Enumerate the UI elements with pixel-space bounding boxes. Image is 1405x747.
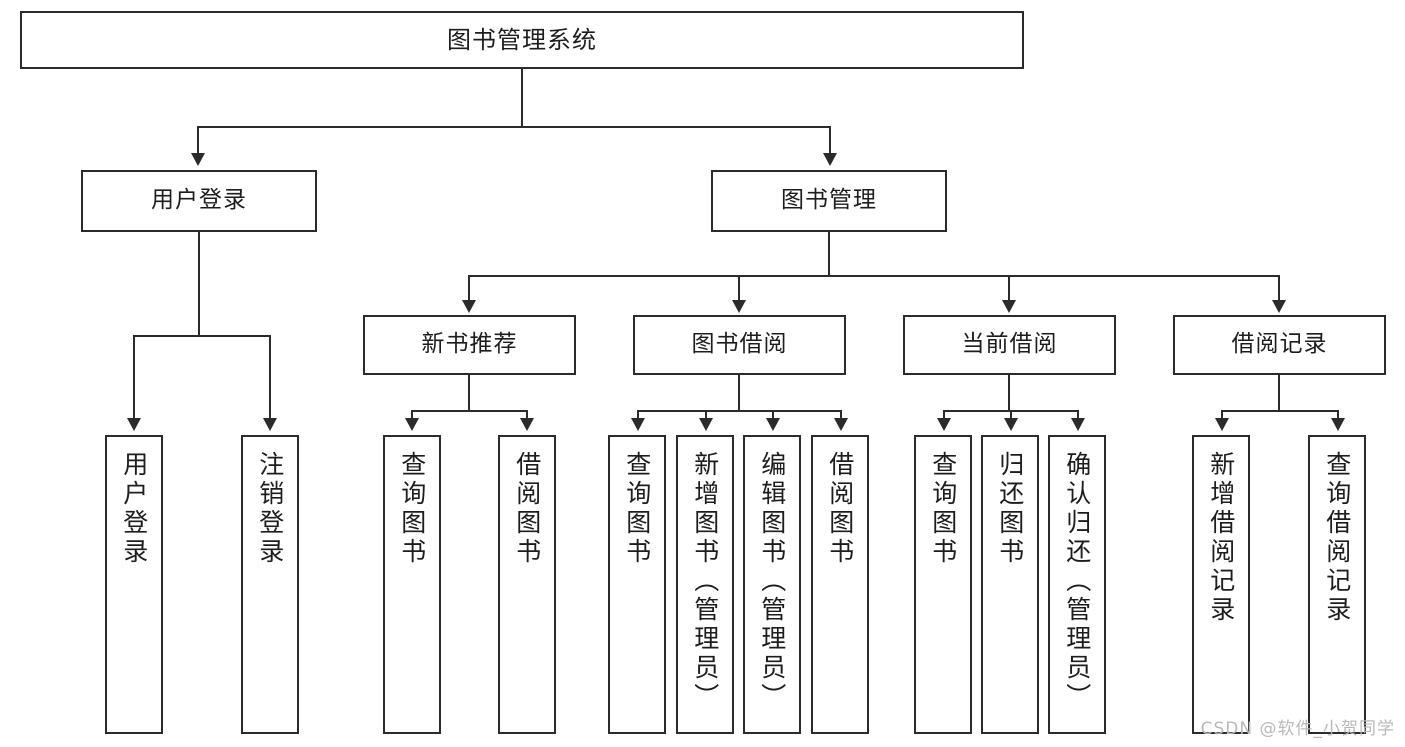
node-root-system[interactable]: 图书管理系统 bbox=[20, 11, 1024, 69]
connector-drop-current-borrow bbox=[1008, 275, 1010, 302]
connector-drop-book-manage bbox=[829, 126, 831, 155]
node-book-borrow[interactable]: 图书借阅 bbox=[633, 315, 846, 375]
leaf-new-book-query[interactable]: 查询图书 bbox=[383, 435, 441, 734]
leaf-user-login-logout[interactable]: 注销登录 bbox=[241, 435, 299, 734]
arrowhead-leaf-book-borrow-4 bbox=[834, 418, 848, 431]
leaf-current-borrow-confirm[interactable]: 确认归还（管理员） bbox=[1048, 435, 1106, 734]
node-current-borrow[interactable]: 当前借阅 bbox=[903, 315, 1116, 375]
arrowhead-book-borrow bbox=[732, 300, 746, 313]
arrowhead-leaf-borrow-record-2 bbox=[1331, 418, 1345, 431]
arrowhead-leaf-current-borrow-3 bbox=[1071, 418, 1085, 431]
node-label: 借阅图书 bbox=[825, 451, 855, 567]
node-label: 图书管理系统 bbox=[447, 25, 597, 54]
connector-borrow-record-bus bbox=[1221, 410, 1339, 412]
connector-drop-leaf-book-borrow-3 bbox=[772, 410, 774, 420]
node-label: 查询图书 bbox=[397, 451, 427, 567]
node-label: 图书管理 bbox=[781, 187, 877, 214]
node-label: 编辑图书（管理员） bbox=[757, 451, 787, 712]
connector-drop-book-borrow bbox=[738, 275, 740, 302]
arrowhead-leaf-user-login-2 bbox=[263, 418, 277, 431]
arrowhead-leaf-book-borrow-3 bbox=[766, 418, 780, 431]
connector-drop-leaf-borrow-record-2 bbox=[1337, 410, 1339, 420]
arrowhead-leaf-current-borrow-1 bbox=[937, 418, 951, 431]
node-label: 查询图书 bbox=[928, 451, 958, 567]
connector-drop-leaf-user-login-2 bbox=[269, 335, 271, 420]
node-label: 用户登录 bbox=[151, 187, 247, 214]
node-new-book-recommend[interactable]: 新书推荐 bbox=[363, 315, 576, 375]
node-label: 借阅记录 bbox=[1231, 331, 1328, 358]
connector-drop-leaf-current-borrow-1 bbox=[943, 410, 945, 420]
node-user-login[interactable]: 用户登录 bbox=[81, 170, 317, 232]
leaf-new-book-borrow[interactable]: 借阅图书 bbox=[498, 435, 556, 734]
arrowhead-leaf-new-book-2 bbox=[520, 418, 534, 431]
connector-drop-leaf-new-book-1 bbox=[411, 410, 413, 420]
connector-drop-leaf-book-borrow-2 bbox=[705, 410, 707, 420]
node-label: 新书推荐 bbox=[421, 331, 518, 358]
node-label: 图书借阅 bbox=[691, 331, 788, 358]
node-label: 查询图书 bbox=[622, 451, 652, 567]
connector-new-book-stem bbox=[468, 375, 470, 410]
connector-drop-leaf-book-borrow-1 bbox=[637, 410, 639, 420]
connector-level2-bus bbox=[197, 126, 831, 128]
connector-current-borrow-stem bbox=[1008, 375, 1010, 410]
arrowhead-leaf-book-borrow-2 bbox=[699, 418, 713, 431]
connector-book-manage-stem bbox=[828, 232, 830, 275]
arrowhead-borrow-record bbox=[1272, 300, 1286, 313]
connector-drop-leaf-borrow-record-1 bbox=[1221, 410, 1223, 420]
connector-level3-bus bbox=[468, 275, 1280, 277]
leaf-book-borrow-query[interactable]: 查询图书 bbox=[608, 435, 666, 734]
connector-book-borrow-stem bbox=[738, 375, 740, 410]
node-book-management[interactable]: 图书管理 bbox=[711, 170, 947, 232]
arrowhead-leaf-new-book-1 bbox=[405, 418, 419, 431]
connector-drop-leaf-user-login-1 bbox=[133, 335, 135, 420]
leaf-borrow-record-query[interactable]: 查询借阅记录 bbox=[1308, 435, 1366, 734]
arrowhead-user-login bbox=[191, 153, 205, 166]
node-label: 归还图书 bbox=[995, 451, 1025, 567]
node-label: 用户登录 bbox=[119, 451, 149, 567]
node-label: 借阅图书 bbox=[512, 451, 542, 567]
connector-borrow-record-stem bbox=[1278, 375, 1280, 410]
node-label: 新增图书（管理员） bbox=[690, 451, 720, 712]
node-label: 新增借阅记录 bbox=[1206, 451, 1236, 625]
connector-drop-new-book bbox=[468, 275, 470, 302]
connector-drop-leaf-current-borrow-3 bbox=[1077, 410, 1079, 420]
node-label: 当前借阅 bbox=[961, 331, 1058, 358]
connector-new-book-bus bbox=[411, 410, 528, 412]
leaf-book-borrow-lend[interactable]: 借阅图书 bbox=[811, 435, 869, 734]
leaf-current-borrow-return[interactable]: 归还图书 bbox=[981, 435, 1039, 734]
arrowhead-leaf-book-borrow-1 bbox=[631, 418, 645, 431]
connector-book-borrow-bus bbox=[637, 410, 840, 412]
node-borrow-record[interactable]: 借阅记录 bbox=[1173, 315, 1386, 375]
node-label: 查询借阅记录 bbox=[1322, 451, 1352, 625]
leaf-borrow-record-add[interactable]: 新增借阅记录 bbox=[1192, 435, 1250, 734]
arrowhead-leaf-current-borrow-2 bbox=[1004, 418, 1018, 431]
connector-drop-leaf-new-book-2 bbox=[526, 410, 528, 420]
leaf-book-borrow-edit[interactable]: 编辑图书（管理员） bbox=[743, 435, 801, 734]
node-label: 注销登录 bbox=[255, 451, 285, 567]
connector-root-stem bbox=[521, 69, 523, 126]
arrowhead-leaf-borrow-record-1 bbox=[1215, 418, 1229, 431]
leaf-book-borrow-add[interactable]: 新增图书（管理员） bbox=[676, 435, 734, 734]
connector-drop-borrow-record bbox=[1278, 275, 1280, 302]
arrowhead-book-manage bbox=[823, 153, 837, 166]
leaf-user-login-login[interactable]: 用户登录 bbox=[105, 435, 163, 734]
connector-drop-leaf-book-borrow-4 bbox=[840, 410, 842, 420]
arrowhead-current-borrow bbox=[1002, 300, 1016, 313]
node-label: 确认归还（管理员） bbox=[1062, 451, 1092, 712]
connector-drop-leaf-current-borrow-2 bbox=[1010, 410, 1012, 420]
connector-user-login-stem bbox=[198, 232, 200, 335]
connector-user-login-bus bbox=[133, 335, 269, 337]
leaf-current-borrow-query[interactable]: 查询图书 bbox=[914, 435, 972, 734]
arrowhead-new-book bbox=[462, 300, 476, 313]
connector-drop-user-login bbox=[197, 126, 199, 155]
arrowhead-leaf-user-login-1 bbox=[127, 418, 141, 431]
